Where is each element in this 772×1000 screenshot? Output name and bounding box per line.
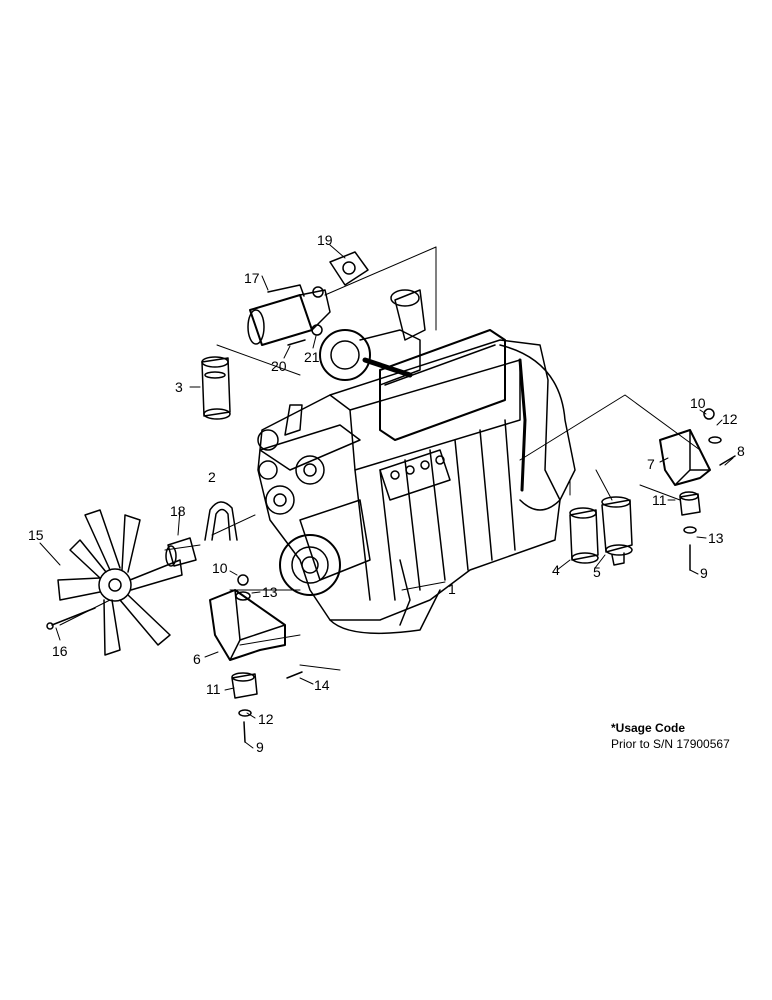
callout-11b: 11	[206, 681, 221, 697]
right-mount-bracket	[659, 429, 711, 486]
callout-19: 19	[317, 232, 333, 248]
callout-2: 2	[208, 469, 216, 485]
front-pulleys	[257, 404, 341, 596]
fuel-filter-4	[569, 507, 599, 564]
turbocharger	[319, 289, 426, 386]
callout-20: 20	[271, 358, 287, 374]
callout-13a: 13	[708, 530, 724, 546]
callout-16: 16	[52, 643, 68, 659]
cooling-fan	[57, 509, 183, 656]
callout-10a: 10	[690, 395, 706, 411]
left-mount-bracket	[209, 589, 286, 661]
fan-bolt	[46, 607, 96, 630]
callout-4: 4	[552, 562, 560, 578]
callout-labels: 1 2 3 4 5 6 7 8 9 9 10 10 11 11 12 12 13…	[28, 232, 745, 755]
fuel-filter-5	[601, 496, 633, 566]
callout-10b: 10	[212, 560, 228, 576]
left-mount-hardware	[231, 574, 303, 743]
usage-code-title: *Usage Code	[611, 721, 686, 735]
callout-9b: 9	[256, 739, 264, 755]
callout-3: 3	[175, 379, 183, 395]
callout-7: 7	[647, 456, 655, 472]
callout-15: 15	[28, 527, 44, 543]
gasket	[329, 251, 369, 286]
callout-13b: 13	[262, 584, 278, 600]
callout-11a: 11	[652, 492, 667, 508]
starter-motor	[247, 284, 331, 346]
hose-strap	[204, 501, 238, 541]
callout-8: 8	[737, 443, 745, 459]
engine-block	[257, 329, 576, 635]
callout-18: 18	[170, 503, 186, 519]
fan-spacer	[165, 537, 197, 567]
callout-14: 14	[314, 677, 330, 693]
callout-12a: 12	[722, 411, 738, 427]
usage-code-serial: Prior to S/N 17900567	[611, 737, 730, 751]
callout-21: 21	[304, 349, 320, 365]
callout-9a: 9	[700, 565, 708, 581]
callout-1: 1	[448, 581, 456, 597]
right-mount-hardware	[679, 408, 736, 571]
leader-lines	[59, 246, 701, 671]
oil-filter	[201, 356, 231, 420]
callout-12b: 12	[258, 711, 274, 727]
fastener-20-21	[287, 324, 323, 346]
callout-17: 17	[244, 270, 260, 286]
callout-6: 6	[193, 651, 201, 667]
callout-5: 5	[593, 564, 601, 580]
usage-code-note: *Usage Code Prior to S/N 17900567	[611, 720, 730, 752]
callout-leaders	[39, 244, 734, 749]
